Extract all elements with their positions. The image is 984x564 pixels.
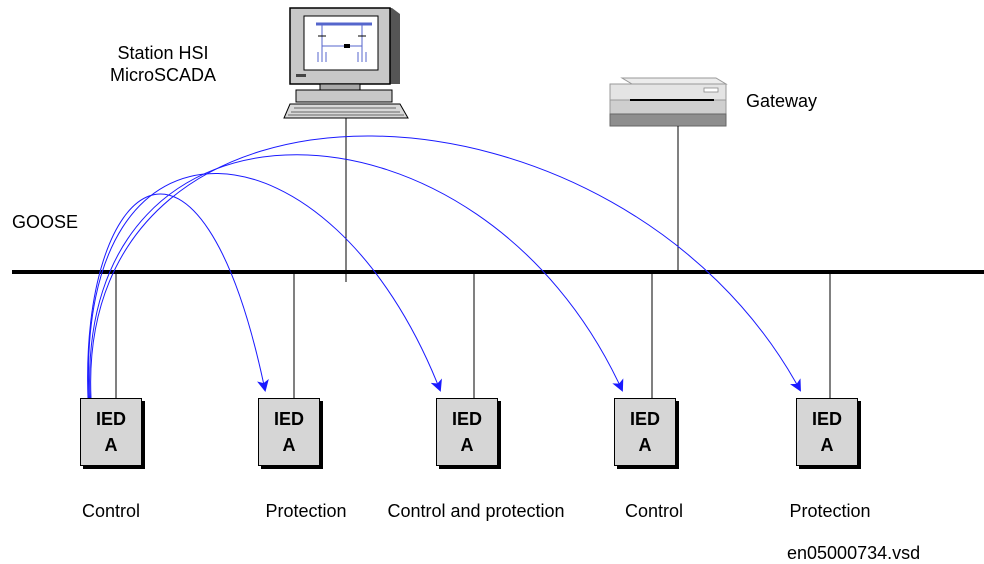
goose-arrow-to-ied-3 [87, 173, 442, 399]
ied-box-3[interactable]: IED A [436, 398, 498, 466]
station-label: Station HSI MicroSCADA [110, 42, 216, 86]
ied-box-line1: IED [629, 409, 660, 429]
ied-box-line2: A [820, 435, 834, 455]
ied-box-line1: IED [811, 409, 842, 429]
ied-box-line1: IED [95, 409, 126, 429]
ied-caption-2: Protection [265, 501, 347, 521]
ied-caption-4: Control [624, 501, 684, 521]
ied-box-line2: A [104, 435, 118, 455]
ied-box-line2: A [638, 435, 652, 455]
ied-caption-3: Control and protection [387, 501, 565, 521]
station-label-line1: Station HSI [117, 43, 209, 63]
ied-caption-5: Protection [789, 501, 871, 521]
ied-box-line2: A [460, 435, 474, 455]
file-label: en05000734.vsd [787, 543, 921, 563]
ied-box-line2: A [282, 435, 296, 455]
gateway-device-icon [609, 77, 728, 127]
gateway-label: Gateway [746, 91, 818, 111]
ied-box-line1: IED [273, 409, 304, 429]
station-label-line2: MicroSCADA [109, 65, 217, 85]
ied-caption-1: Control [81, 501, 141, 521]
computer-monitor-icon [283, 7, 409, 119]
goose-arrow-to-ied-4 [89, 154, 624, 399]
ied-box-2[interactable]: IED A [258, 398, 320, 466]
ied-box-4[interactable]: IED A [614, 398, 676, 466]
ied-box-1[interactable]: IED A [80, 398, 142, 466]
ied-box-5[interactable]: IED A [796, 398, 858, 466]
ied-box-line1: IED [451, 409, 482, 429]
goose-arrow-to-ied-5 [90, 135, 801, 399]
goose-arrow-to-ied-2 [87, 193, 269, 399]
bus-label: GOOSE [12, 212, 79, 232]
